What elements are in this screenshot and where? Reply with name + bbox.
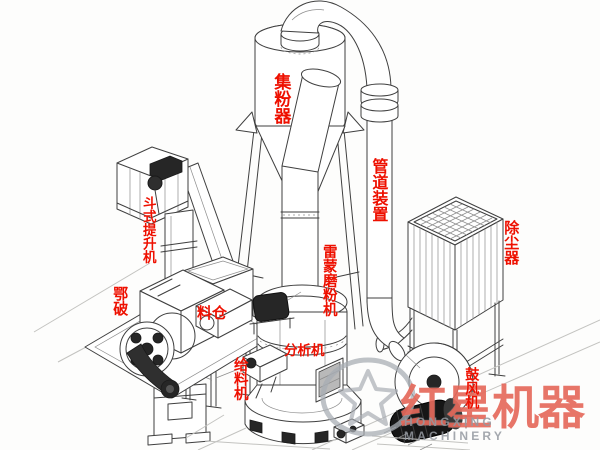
mill-cyclone-duct	[280, 68, 342, 293]
label-analyzer: 分析机	[284, 343, 325, 358]
label-jaw-crusher: 鄂破	[111, 286, 129, 316]
ground-lines-back	[33, 262, 151, 363]
pipe-assembly	[360, 83, 399, 303]
dust-collector-lattice	[419, 203, 493, 240]
label-raymond-mill: 雷蒙磨粉机	[320, 244, 337, 317]
label-bucket-elevator: 斗式提升机	[140, 196, 156, 264]
analyzer-motor	[249, 291, 302, 335]
dust-collector	[375, 196, 506, 409]
label-blower: 鼓风机	[464, 367, 481, 409]
label-hopper: 料仓	[197, 305, 228, 322]
label-pipe-assembly: 管道装置	[369, 158, 387, 222]
jaw-crusher	[84, 269, 283, 399]
label-feeder: 给料机	[231, 357, 248, 401]
label-dust-collector: 除尘器	[502, 220, 520, 265]
vibrating-feeder	[242, 344, 288, 399]
label-collector: 集粉器	[271, 73, 291, 124]
ground-lines-front	[185, 414, 247, 450]
